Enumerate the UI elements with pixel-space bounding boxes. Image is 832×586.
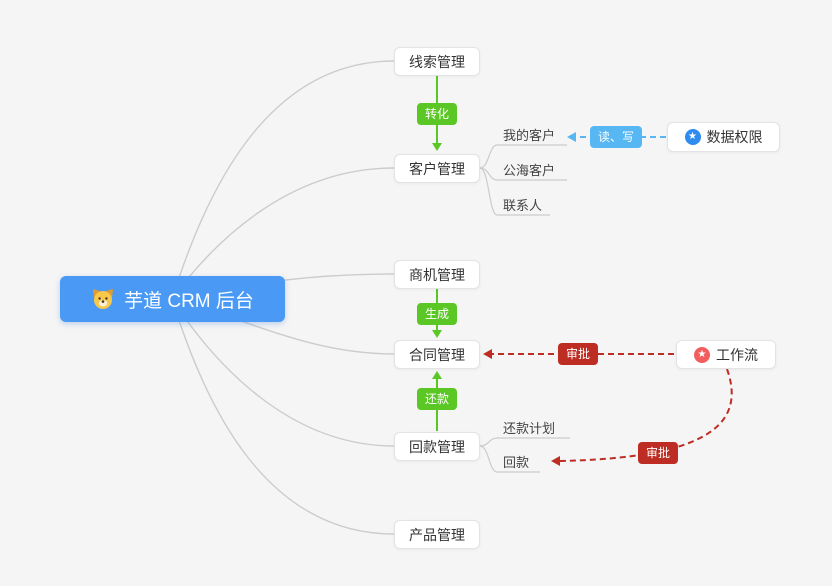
node-workflow-label: 工作流 [716,346,758,363]
badge-convert[interactable]: 转化 [416,103,458,125]
arrowhead-data-permission-to-my-customer [567,132,576,142]
edge-receivable-repayment-plan [479,437,498,447]
topic-contract-label: 合同管理 [409,346,465,363]
topic-product-label: 产品管理 [409,526,465,543]
edge-customer-my-customer [479,144,498,169]
dog-icon [93,289,114,309]
edge-root-customer [171,167,395,300]
root-topic[interactable]: 芋道 CRM 后台 [60,276,285,322]
arrow-workflow-to-payment [559,368,733,462]
root-topic-label: 芋道 CRM 后台 [124,290,254,312]
edge-root-leads [171,60,395,300]
node-workflow[interactable]: ★ 工作流 [676,340,776,369]
badge-generate[interactable]: 生成 [416,303,458,325]
child-repayment-plan[interactable]: 还款计划 [503,421,556,436]
topic-customer-label: 客户管理 [409,160,465,177]
badge-approve-payment[interactable]: 审批 [637,442,679,464]
workflow-star-icon: ★ [694,346,710,363]
topic-leads-label: 线索管理 [409,53,465,70]
arrowhead-receivable-to-contract [432,371,442,379]
topic-contract[interactable]: 合同管理 [394,340,480,369]
edge-receivable-payment [479,445,498,473]
edge-root-product [171,298,395,535]
arrowhead-opportunity-to-contract [432,330,442,338]
child-public-pool[interactable]: 公海客户 [503,163,556,178]
badge-read-write[interactable]: 读、写 [589,126,643,148]
node-data-permission[interactable]: ★ 数据权限 [667,122,780,152]
topic-receivable-label: 回款管理 [409,438,465,455]
edge-customer-contact [479,167,498,216]
child-payment[interactable]: 回款 [503,455,530,470]
topic-opportunity[interactable]: 商机管理 [394,260,480,289]
node-data-permission-label: 数据权限 [706,129,763,145]
child-contact[interactable]: 联系人 [503,198,543,213]
topic-leads[interactable]: 线索管理 [394,47,480,76]
arrowhead-leads-to-customer [432,143,442,151]
topic-customer[interactable]: 客户管理 [394,154,480,183]
arrowhead-workflow-to-payment [551,456,560,466]
badge-repay[interactable]: 还款 [416,388,458,410]
badge-approve-contract[interactable]: 审批 [557,343,599,365]
arrowhead-workflow-to-contract [483,349,492,359]
edge-root-receivable [171,298,395,447]
data-permission-star-icon: ★ [684,129,701,145]
topic-opportunity-label: 商机管理 [409,266,465,283]
topic-product[interactable]: 产品管理 [394,520,480,549]
topic-receivable[interactable]: 回款管理 [394,432,480,461]
child-my-customer[interactable]: 我的客户 [503,128,556,143]
